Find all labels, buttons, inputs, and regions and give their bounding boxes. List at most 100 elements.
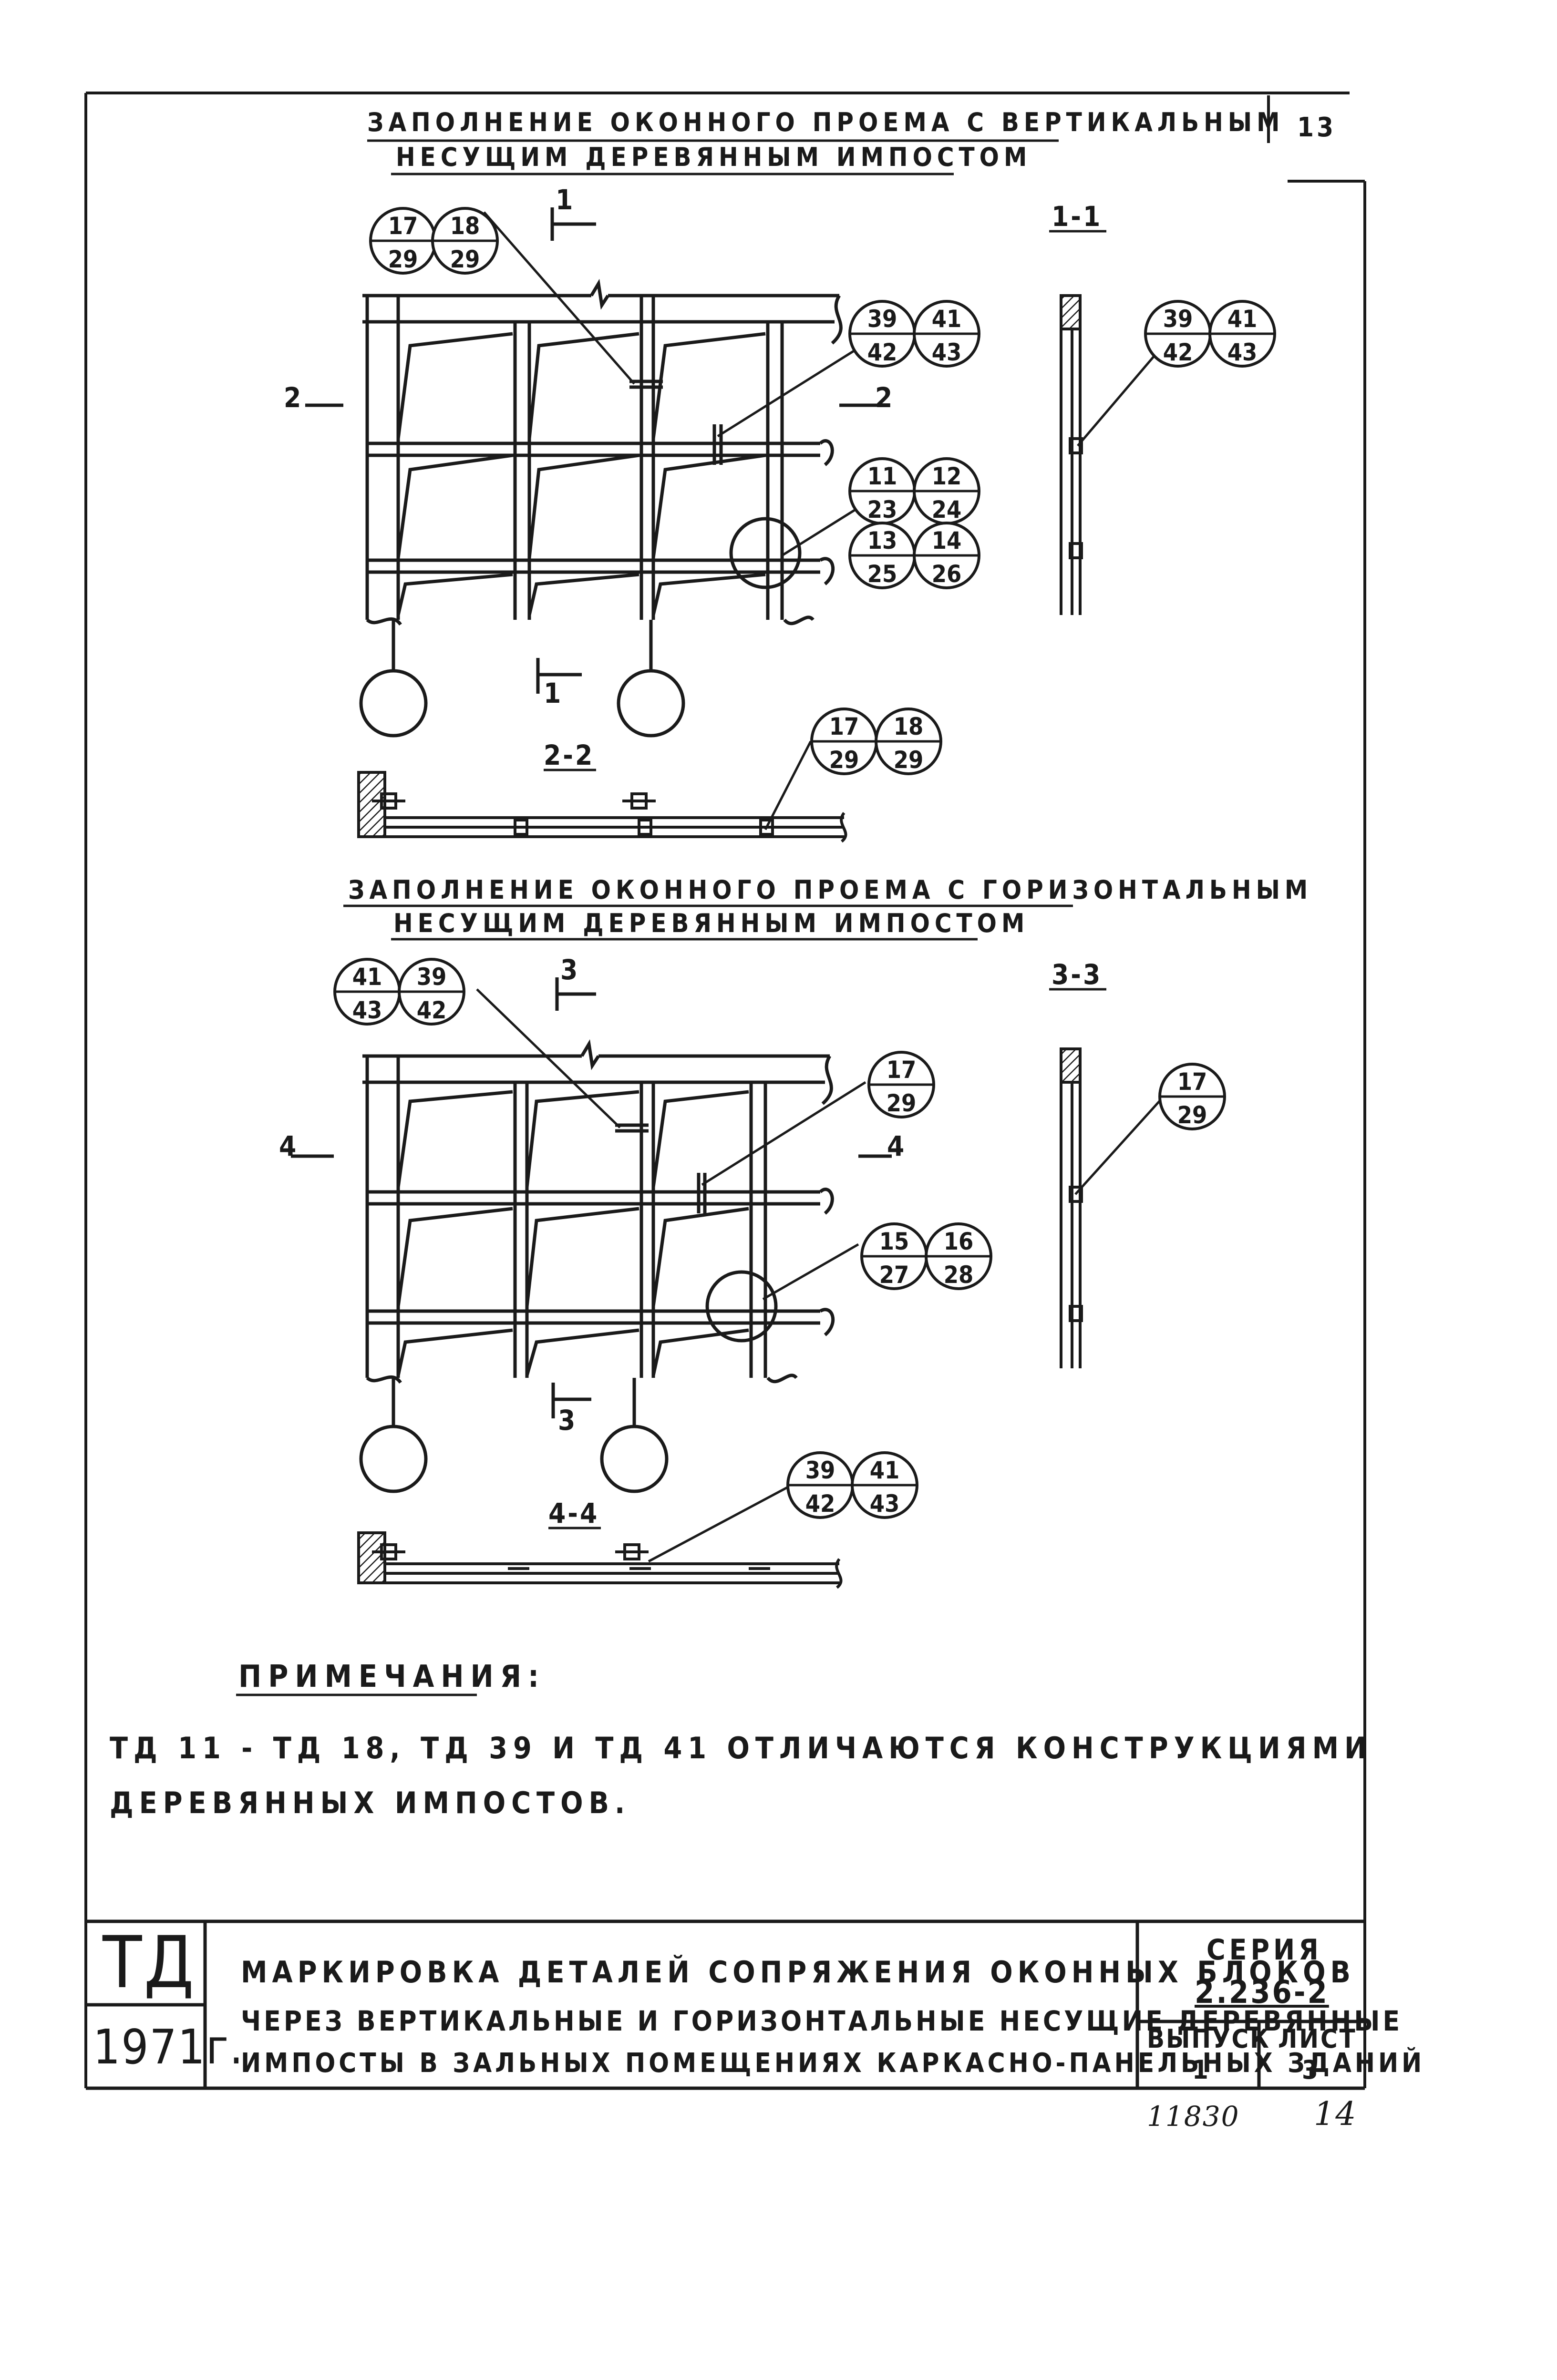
- bottom-callout-0-bottom-number: 43: [352, 996, 382, 1024]
- top-callout-4-top-number: 11: [867, 462, 897, 490]
- section-1-1: [1060, 294, 1083, 615]
- bottom-callout-6-bottom-number: 42: [805, 1490, 835, 1518]
- top-callout-5-top-number: 12: [932, 462, 962, 490]
- top-callout-9-top-number: 41: [1227, 305, 1258, 333]
- top-callout-9-bottom-number: 43: [1227, 339, 1258, 366]
- top-callout-0-top-number: 17: [388, 212, 418, 240]
- bottom-cut-mark-top: 3: [560, 954, 580, 986]
- bottom-cut-mark-bottom: 3: [558, 1404, 577, 1436]
- top-callout-3-bottom-number: 43: [932, 339, 962, 366]
- bottom-callout-2-top-number: 17: [887, 1056, 917, 1084]
- top-callout-2-bottom-number: 42: [867, 339, 897, 366]
- title-block-year: 1971г.: [93, 2019, 244, 2075]
- issue-label: ВЫПУСК: [1147, 2024, 1270, 2054]
- handwritten-page-number: 14: [1314, 2095, 1357, 2133]
- inventory-number: 11830: [1147, 2100, 1240, 2133]
- top-cut-mark-top: 1: [556, 184, 575, 216]
- title-underlines: [343, 139, 1073, 941]
- callout-layer: 1729182939424143112312241325142639424143…: [333, 207, 1276, 1519]
- bottom-leaders: [476, 988, 1165, 1563]
- bottom-callout-4-top-number: 16: [944, 1228, 974, 1255]
- bottom-callout-7-top-number: 41: [870, 1457, 900, 1484]
- top-callout-8-top-number: 39: [1163, 305, 1193, 333]
- series-label: СЕРИЯ: [1206, 1933, 1322, 1967]
- section-4-4: [357, 1531, 843, 1589]
- bottom-callout-3-top-number: 15: [879, 1228, 909, 1255]
- bottom-cut-mark-left: 4: [279, 1130, 299, 1162]
- top-cut-mark-left: 2: [284, 381, 303, 414]
- top-callout-1-top-number: 18: [450, 212, 480, 240]
- top-callout-1-bottom-number: 29: [450, 246, 480, 273]
- top-callout-0-bottom-number: 29: [388, 246, 418, 273]
- sheet-label: ЛИСТ: [1278, 2024, 1357, 2054]
- top-callout-5-bottom-number: 24: [932, 496, 962, 523]
- top-callout-10-bottom-number: 29: [829, 746, 859, 774]
- bottom-cut-marks: [291, 977, 892, 1418]
- notes-line2: ДЕРЕВЯННЫХ ИМПОСТОВ.: [110, 1785, 631, 1820]
- section-1-1-label: 1-1: [1052, 200, 1103, 233]
- title-block-code: ТД: [103, 1921, 196, 2004]
- section-3-3-label: 3-3: [1052, 958, 1103, 991]
- series-value: 2.236-2: [1195, 1974, 1329, 2011]
- section-4-4-label: 4-4: [548, 1497, 599, 1529]
- bottom-cut-mark-right: 4: [887, 1130, 907, 1162]
- top-callout-11-bottom-number: 29: [894, 746, 924, 774]
- bottom-title-line1: ЗАПОЛНЕНИЕ ОКОННОГО ПРОЕМА С ГОРИЗОНТАЛЬ…: [348, 875, 1313, 905]
- top-callout-2-top-number: 39: [867, 305, 897, 333]
- title-block-line3: ИМПОСТЫ В ЗАЛЬНЫХ ПОМЕЩЕНИЯХ КАРКАСНО-ПА…: [241, 2048, 1425, 2079]
- bottom-callout-4-bottom-number: 28: [944, 1261, 974, 1289]
- bottom-callout-1-bottom-number: 42: [417, 996, 447, 1024]
- sheet-number: 13: [1297, 112, 1337, 143]
- top-title-line2: НЕСУЩИМ ДЕРЕВЯННЫМ ИМПОСТОМ: [396, 142, 1032, 172]
- top-cut-mark-right: 2: [875, 381, 895, 414]
- bottom-callout-6-top-number: 39: [805, 1457, 835, 1484]
- bottom-title-line2: НЕСУЩИМ ДЕРЕВЯННЫМ ИМПОСТОМ: [393, 908, 1030, 938]
- top-callout-11-top-number: 18: [894, 713, 924, 740]
- top-cut-mark-bottom: 1: [544, 677, 563, 709]
- top-callout-7-top-number: 14: [932, 527, 962, 554]
- bottom-callout-5-bottom-number: 29: [1177, 1101, 1207, 1129]
- section-2-2-label: 2-2: [544, 739, 595, 771]
- top-callout-6-bottom-number: 25: [867, 560, 897, 588]
- title-block-line1: МАРКИРОВКА ДЕТАЛЕЙ СОПРЯЖЕНИЯ ОКОННЫХ БЛ…: [241, 1955, 1356, 1990]
- sheet-frame: [84, 92, 1366, 2088]
- top-callout-4-bottom-number: 23: [867, 496, 897, 523]
- top-callout-8-bottom-number: 42: [1163, 339, 1193, 366]
- top-cut-marks: [305, 207, 882, 694]
- section-3-3: [1060, 1047, 1083, 1368]
- bottom-callout-0-top-number: 41: [352, 963, 382, 991]
- top-elevation: [359, 278, 843, 738]
- bottom-callout-1-top-number: 39: [417, 963, 447, 991]
- bottom-callout-2-bottom-number: 29: [887, 1089, 917, 1117]
- top-callout-6-top-number: 13: [867, 527, 897, 554]
- top-title-line1: ЗАПОЛНЕНИЕ ОКОННОГО ПРОЕМА С ВЕРТИКАЛЬНЫ…: [367, 107, 1285, 137]
- bottom-callout-5-top-number: 17: [1177, 1068, 1207, 1096]
- title-block-line2: ЧЕРЕЗ ВЕРТИКАЛЬНЫЕ И ГОРИЗОНТАЛЬНЫЕ НЕСУ…: [241, 2005, 1403, 2037]
- notes-line1: ТД 11 - ТД 18, ТД 39 И ТД 41 ОТЛИЧАЮТСЯ …: [110, 1731, 1372, 1765]
- top-callout-3-top-number: 41: [932, 305, 962, 333]
- bottom-callout-7-bottom-number: 43: [870, 1490, 900, 1518]
- bottom-callout-3-bottom-number: 27: [879, 1261, 909, 1289]
- top-callout-10-top-number: 17: [829, 713, 859, 740]
- section-2-2: [357, 771, 847, 843]
- notes-heading: ПРИМЕЧАНИЯ:: [238, 1659, 546, 1694]
